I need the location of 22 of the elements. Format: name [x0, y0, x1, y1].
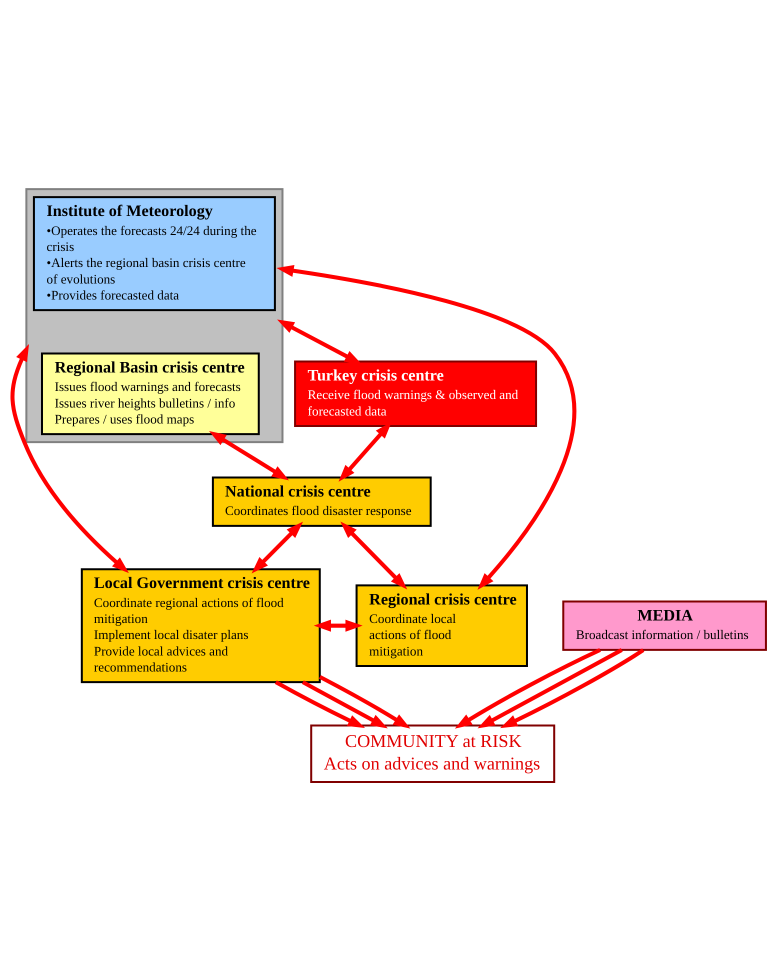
arrow — [209, 430, 289, 480]
node-box: COMMUNITY at RISK Acts on advices and warnings — [310, 724, 556, 782]
arrow — [340, 521, 408, 590]
arrow — [252, 521, 304, 573]
node-box: Local Government crisis centre Coordinate regional actions of flood mitigation Implement local disater plans Provide local advices and recommendations — [80, 568, 321, 683]
node-box: Regional crisis centre Coordinate local actions of flood mitigation — [356, 584, 528, 667]
arrow — [302, 680, 388, 728]
node-box: Turkey crisis centre Receive flood warnings & observed and forecasted data — [294, 360, 538, 427]
node-box: Regional Basin crisis centre Issues flood warnings and forecasts Issues river heights bulletins / info Prepares / uses flood maps — [40, 352, 260, 435]
arrow — [478, 648, 623, 728]
arrow — [500, 648, 644, 728]
arrow — [314, 619, 363, 632]
arrow — [318, 674, 410, 728]
node-box: National crisis centre Coordinates flood disaster response — [212, 476, 432, 526]
arrow — [10, 344, 129, 573]
arrow — [274, 680, 366, 728]
node-box: Institute of Meteorology •Operates the forecasts 24/24 during the crisis •Alerts the regional basin crisis centre of evolutions •Provides forecasted data — [32, 196, 276, 311]
cluster — [25, 188, 284, 443]
arrow — [277, 319, 362, 364]
node-box: MEDIA Broadcast information / bulletins — [562, 600, 767, 650]
arrow — [454, 648, 601, 728]
arrow — [276, 264, 576, 590]
